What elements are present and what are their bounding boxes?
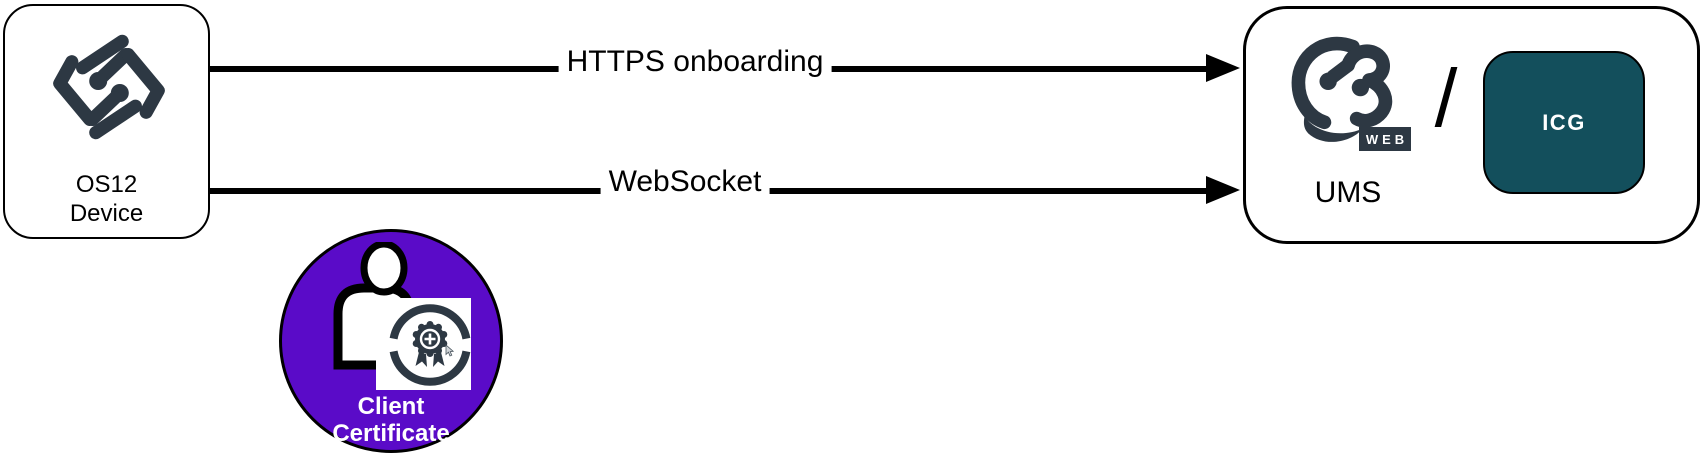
ribbon-right	[433, 352, 445, 367]
igel-os-logo-icon	[53, 34, 165, 140]
ums-box: WEB / ICG UMS	[1243, 6, 1700, 244]
client-certificate-label: Client Certificate	[282, 393, 500, 447]
device-box-label: OS12 Device	[5, 170, 208, 228]
separator-slash: /	[1434, 53, 1458, 144]
certificate-badge-icon	[389, 304, 471, 386]
client-certificate-circle: Client Certificate	[279, 229, 503, 453]
device-label-line1: OS12	[75, 171, 138, 198]
icg-box: ICG	[1483, 51, 1645, 194]
device-label-line2: Device	[69, 200, 144, 227]
https-arrowhead-icon	[1206, 54, 1240, 82]
websocket-arrow-label: WebSocket	[600, 165, 770, 199]
certificate-label-line1: Client	[357, 393, 425, 420]
igel-ums-web-logo-icon	[1291, 36, 1393, 142]
websocket-arrowhead-icon	[1206, 176, 1240, 204]
icg-label: ICG	[1542, 109, 1586, 135]
ribbon-left	[415, 352, 427, 367]
web-badge: WEB	[1359, 127, 1411, 151]
https-arrow-label: HTTPS onboarding	[558, 45, 832, 79]
ums-label: UMS	[1314, 176, 1382, 209]
certificate-label-line2: Certificate	[332, 420, 450, 447]
cursor-artifact-icon	[445, 344, 454, 357]
rosette-seal	[412, 321, 448, 357]
os12-device-box: OS12 Device	[3, 4, 210, 239]
